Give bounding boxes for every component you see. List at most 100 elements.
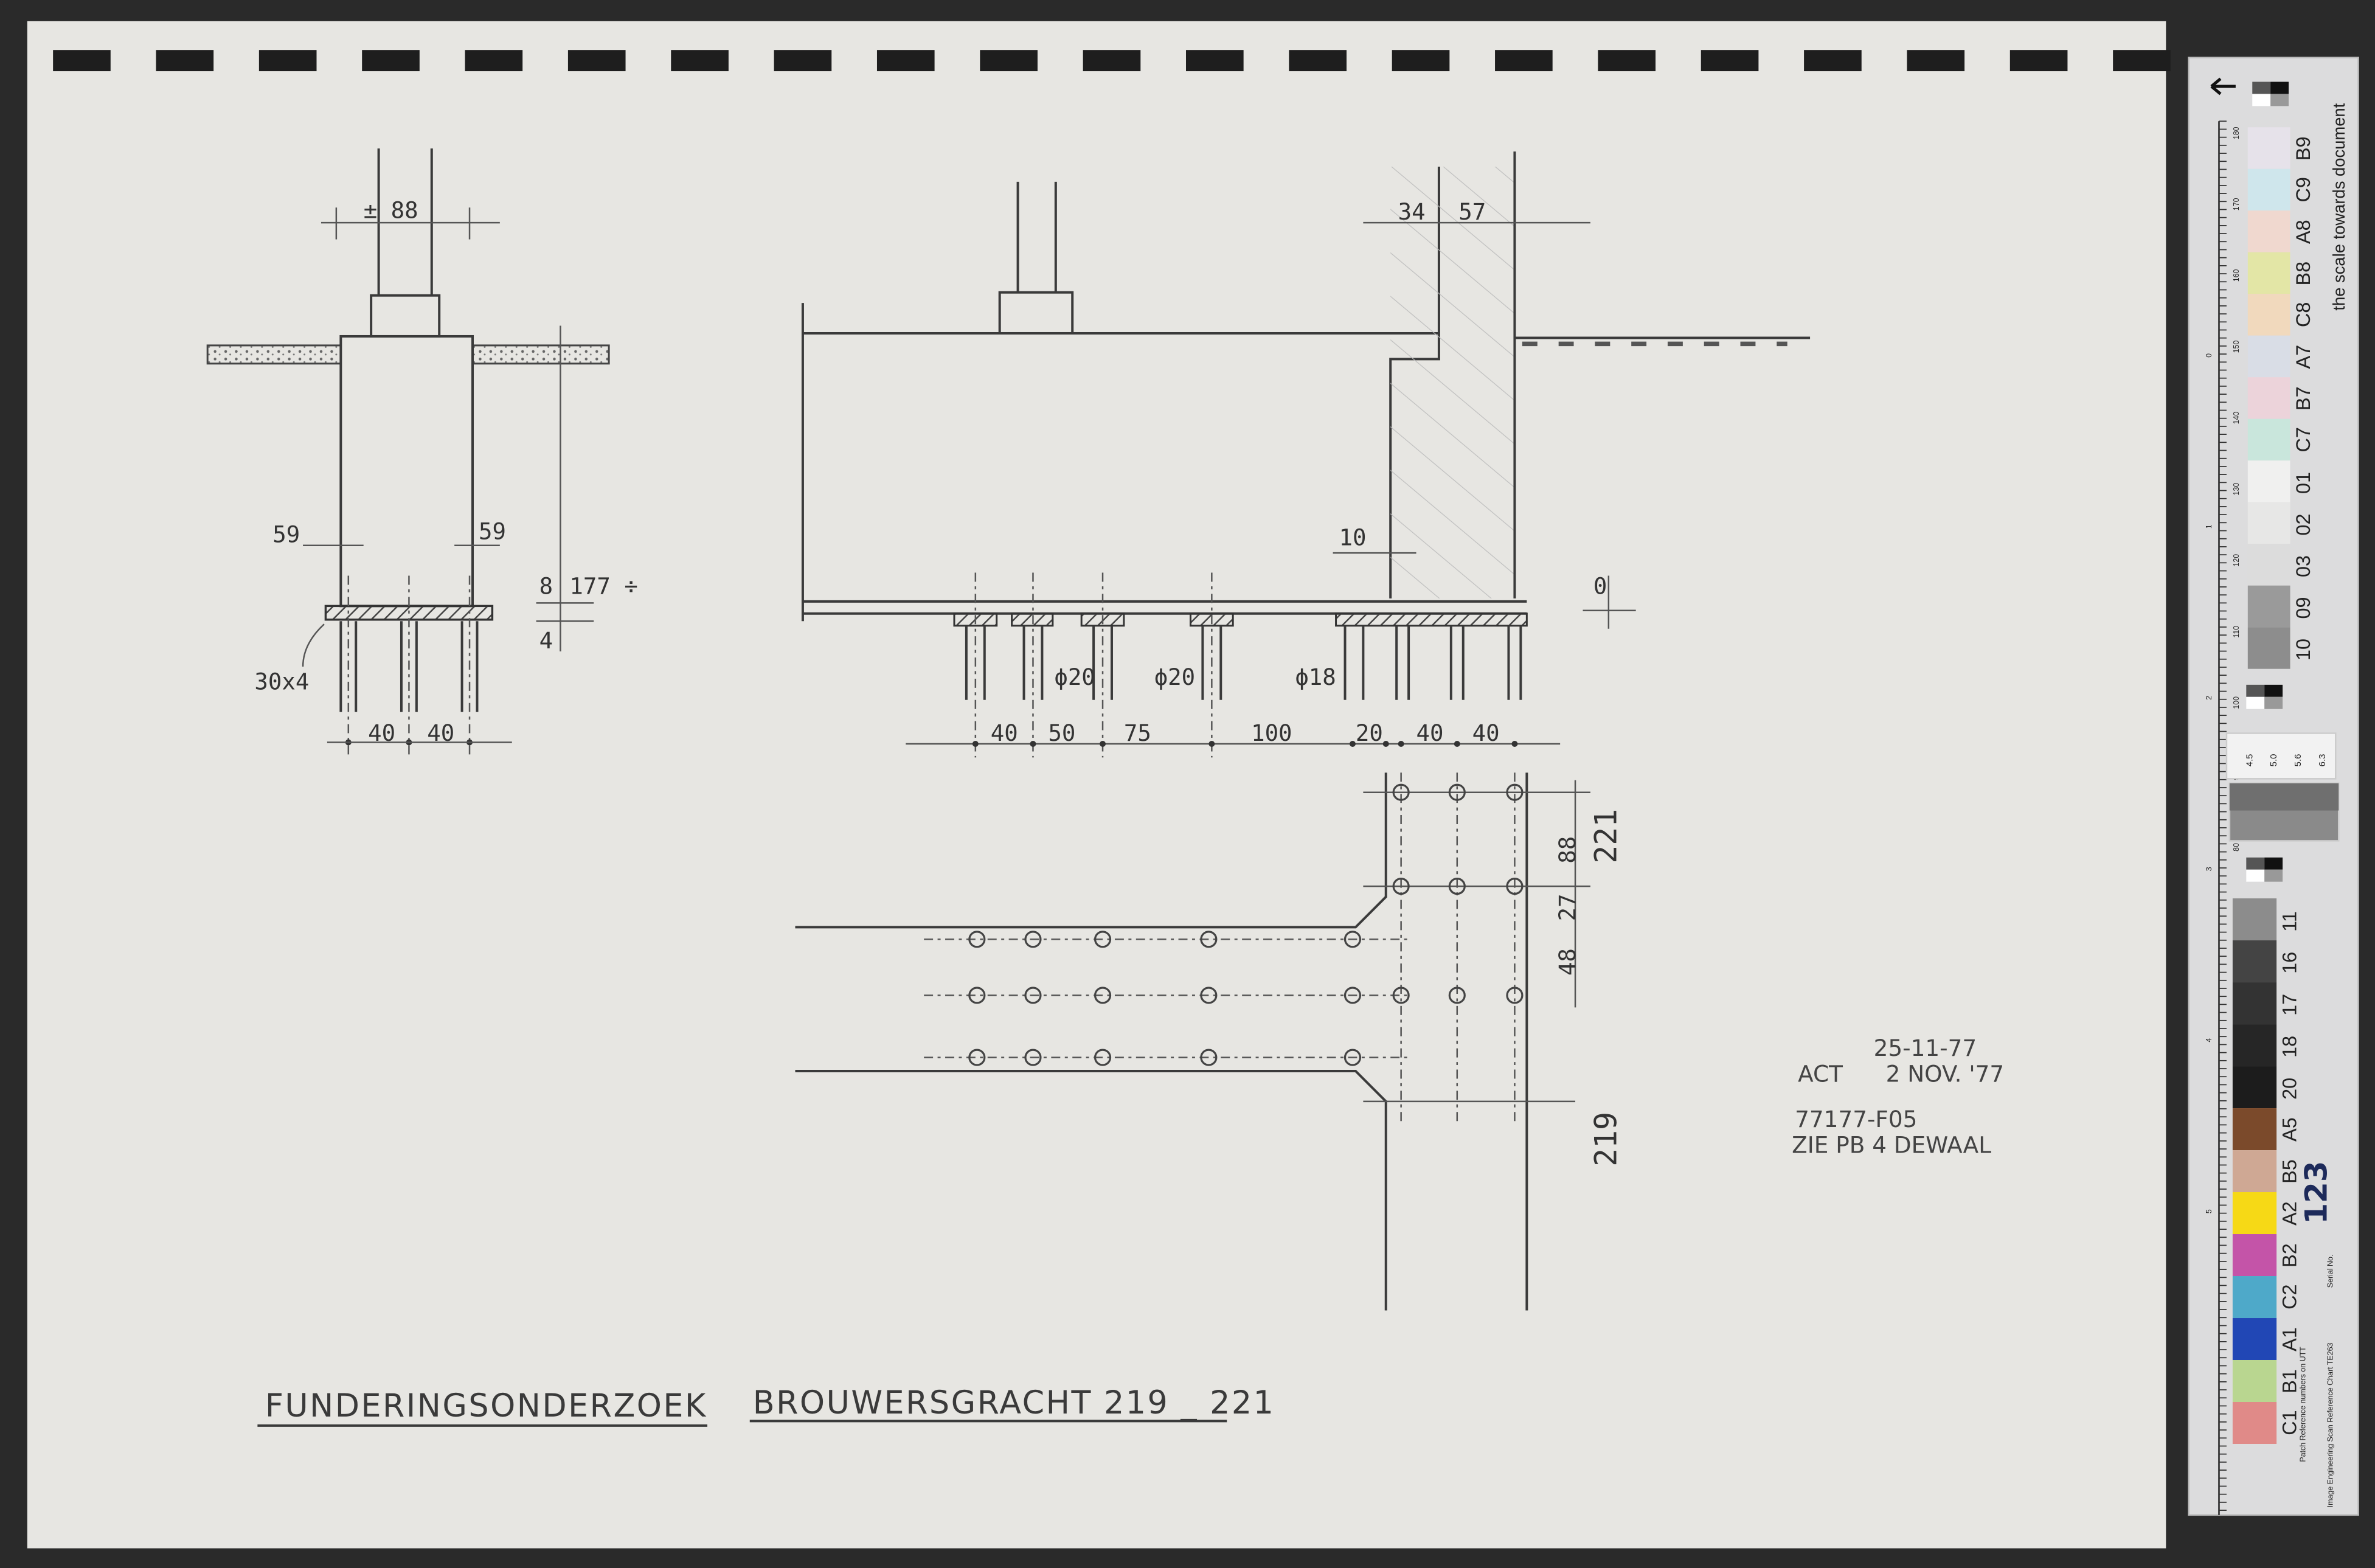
color-patch bbox=[2247, 377, 2290, 419]
inch-mark: 2 bbox=[2205, 696, 2213, 700]
patch-label: 02 bbox=[2292, 514, 2314, 536]
pile-diameter-1: ϕ20 bbox=[1054, 664, 1095, 690]
level-0: 0 bbox=[1593, 572, 1607, 599]
spacing-label: 40 bbox=[1472, 720, 1500, 746]
gray-patch bbox=[2264, 869, 2283, 882]
color-patch bbox=[2232, 1192, 2277, 1235]
patch-label: 11 bbox=[2278, 911, 2300, 932]
house-number-221: 221 bbox=[1588, 809, 1623, 864]
color-patch bbox=[2232, 940, 2277, 983]
ruler-label: 160 bbox=[2232, 269, 2241, 282]
perforation-hole bbox=[1495, 50, 1553, 72]
spacing-label: 50 bbox=[1048, 720, 1075, 746]
inch-mark: 3 bbox=[2205, 867, 2213, 871]
perforation-hole bbox=[2113, 50, 2171, 72]
ruler-label: 130 bbox=[2232, 483, 2241, 496]
pile-position bbox=[1344, 931, 1362, 948]
pile-position bbox=[1448, 878, 1466, 895]
drawing-title-left: FUNDERINGSONDERZOEK bbox=[265, 1387, 707, 1424]
inch-mark: 4 bbox=[2205, 1038, 2213, 1042]
dim-wall-a: 34 bbox=[1398, 198, 1426, 225]
pile-position bbox=[1094, 1049, 1112, 1066]
level-8: 8 bbox=[539, 572, 553, 599]
patch-label: 01 bbox=[2292, 472, 2314, 494]
spacing-label: 100 bbox=[1251, 720, 1292, 746]
ruler-label: 150 bbox=[2232, 341, 2241, 353]
dim-right: 59 bbox=[479, 518, 506, 545]
patch-label: 17 bbox=[2278, 994, 2300, 1016]
perforation-holes bbox=[53, 50, 2171, 72]
dimension-tick bbox=[1100, 741, 1106, 747]
stamp-ref: 77177-F05 bbox=[1795, 1106, 1917, 1133]
pile-position bbox=[1506, 987, 1524, 1004]
perforation-hole bbox=[1186, 50, 1244, 72]
resolution-target bbox=[2225, 732, 2337, 780]
dim-top: ± 88 bbox=[364, 197, 418, 224]
perforation-hole bbox=[362, 50, 420, 72]
color-patch bbox=[2247, 127, 2290, 169]
color-patch bbox=[2247, 502, 2290, 544]
patch-label: B8 bbox=[2292, 262, 2314, 286]
patch-label: C9 bbox=[2292, 177, 2314, 202]
pile-position bbox=[968, 931, 986, 948]
resolution-label: 4.5 bbox=[2244, 754, 2255, 767]
color-patch bbox=[2232, 1234, 2277, 1277]
color-patch bbox=[2247, 294, 2290, 336]
spacing-label: 75 bbox=[1124, 720, 1151, 746]
section-left: ± 88 59 59 30x4 8 177 ÷ 4 40 40 bbox=[206, 148, 638, 758]
patch-label: 09 bbox=[2292, 597, 2314, 619]
dimension-tick bbox=[1208, 741, 1215, 747]
perforation-hole bbox=[1907, 50, 1965, 72]
patch-label: A7 bbox=[2292, 345, 2314, 369]
perforation-hole bbox=[156, 50, 214, 72]
scan-reference-chart: 1801701601501401301201101009080706050403… bbox=[2188, 57, 2359, 1516]
dimension-tick bbox=[1349, 741, 1356, 747]
color-patch bbox=[2247, 168, 2290, 211]
patch-label: 18 bbox=[2278, 1036, 2300, 1058]
pile-position bbox=[1448, 783, 1466, 801]
pile-position bbox=[1094, 931, 1112, 948]
pile-position bbox=[1024, 987, 1042, 1004]
gray-patch bbox=[2246, 696, 2265, 709]
dimension-tick bbox=[1398, 741, 1404, 747]
pile-position bbox=[1448, 987, 1466, 1004]
color-patch bbox=[2247, 627, 2290, 669]
stamp-act: ACT bbox=[1798, 1060, 1843, 1087]
color-patch bbox=[2232, 1150, 2277, 1193]
plate-size: 30x4 bbox=[254, 668, 309, 695]
spacing-label: 40 bbox=[991, 720, 1018, 746]
dimension-tick bbox=[1030, 741, 1036, 747]
color-patch bbox=[2247, 585, 2290, 628]
ruler-label: 110 bbox=[2232, 626, 2241, 638]
pile-position bbox=[1024, 1049, 1042, 1066]
patch-label: A8 bbox=[2292, 220, 2314, 244]
spacing-left-2: 40 bbox=[427, 720, 454, 746]
perforation-hole bbox=[1392, 50, 1450, 72]
spacing-left-1: 40 bbox=[368, 720, 395, 746]
paper-sheet bbox=[27, 21, 2166, 1549]
ruler-label: 100 bbox=[2232, 696, 2241, 709]
patch-label: C8 bbox=[2292, 302, 2314, 327]
perforation-hole bbox=[567, 50, 626, 72]
ruler-label: 140 bbox=[2232, 412, 2241, 425]
ruler-label: 80 bbox=[2232, 843, 2241, 852]
gray-patch bbox=[2246, 857, 2265, 870]
perforation-hole bbox=[2009, 50, 2068, 72]
pile-position bbox=[1506, 878, 1524, 895]
drawing-title-right: BROUWERSGRACHT 219 _ 221 bbox=[753, 1384, 1275, 1421]
ruler-label: 120 bbox=[2232, 554, 2241, 567]
color-patch bbox=[2232, 1066, 2277, 1109]
gray-patch bbox=[2246, 869, 2265, 882]
level-4: 4 bbox=[539, 627, 553, 654]
gray-patch bbox=[2270, 94, 2289, 106]
pile-position bbox=[1200, 1049, 1218, 1066]
pile-position bbox=[968, 987, 986, 1004]
chart-footer-1: Patch Reference numbers on UTT bbox=[2298, 1347, 2307, 1462]
perforation-hole bbox=[465, 50, 523, 72]
pile-position bbox=[1392, 987, 1410, 1004]
inch-mark: 1 bbox=[2205, 524, 2213, 529]
gray-patch bbox=[2264, 857, 2283, 870]
plan-dim-88: 88 bbox=[1554, 836, 1581, 864]
pile-position bbox=[1344, 987, 1362, 1004]
